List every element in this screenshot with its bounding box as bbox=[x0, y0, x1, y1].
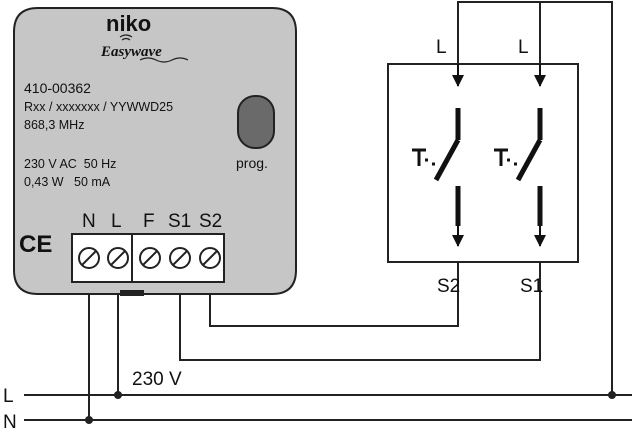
wires bbox=[88, 1, 613, 420]
prog-label: prog. bbox=[236, 155, 268, 171]
terminal-label-f: F bbox=[143, 211, 155, 232]
switch-box-frame bbox=[387, 63, 579, 263]
supply-label-l: L bbox=[3, 386, 14, 407]
supply-label-n: N bbox=[3, 412, 17, 431]
switch-input-label-2: L bbox=[518, 37, 529, 58]
product-line-logo: Easywave bbox=[100, 44, 162, 60]
switch-box: L L S2 S1 bbox=[387, 37, 579, 297]
voltage-spec: 230 V AC 50 Hz bbox=[24, 157, 116, 171]
article-number: 410-00362 bbox=[24, 80, 91, 96]
easywave-module: niko Easywave 410-00362 Rxx / xxxxxxx / … bbox=[13, 7, 297, 296]
switch-input-label-1: L bbox=[436, 37, 447, 58]
wire-s2 bbox=[209, 262, 459, 327]
junction-n bbox=[85, 416, 93, 424]
screw-terminal-icon bbox=[78, 247, 221, 269]
power-spec: 0,43 W 50 mA bbox=[24, 175, 111, 189]
brand-logo: niko bbox=[106, 11, 151, 36]
wire-s1 bbox=[179, 262, 541, 361]
push-button-switch-icon bbox=[412, 64, 464, 247]
terminal-label-n: N bbox=[82, 211, 96, 232]
ce-mark: CE bbox=[19, 231, 52, 258]
radio-wave-icon bbox=[119, 34, 133, 41]
push-button-switch-icon bbox=[494, 64, 546, 247]
prog-button-icon bbox=[237, 95, 275, 149]
module-body bbox=[13, 7, 297, 295]
logo-wave-underline bbox=[139, 57, 189, 63]
terminal-label-s1: S1 bbox=[168, 211, 191, 232]
junction-l-feed bbox=[608, 391, 616, 399]
terminal-label-l: L bbox=[111, 211, 122, 232]
frequency: 868,3 MHz bbox=[24, 118, 84, 132]
supply-voltage-label: 230 V bbox=[132, 369, 182, 390]
code-line: Rxx / xxxxxxx / YYWWD25 bbox=[24, 100, 173, 114]
terminal-label-s2: S2 bbox=[199, 211, 222, 232]
switch-output-label-s1: S1 bbox=[520, 276, 543, 297]
supply-lines: L N 230 V bbox=[3, 369, 632, 431]
junction-l bbox=[114, 391, 122, 399]
switch-output-label-s2: S2 bbox=[437, 276, 460, 297]
wire-l-feed bbox=[457, 1, 613, 395]
mounting-tab bbox=[120, 290, 144, 296]
